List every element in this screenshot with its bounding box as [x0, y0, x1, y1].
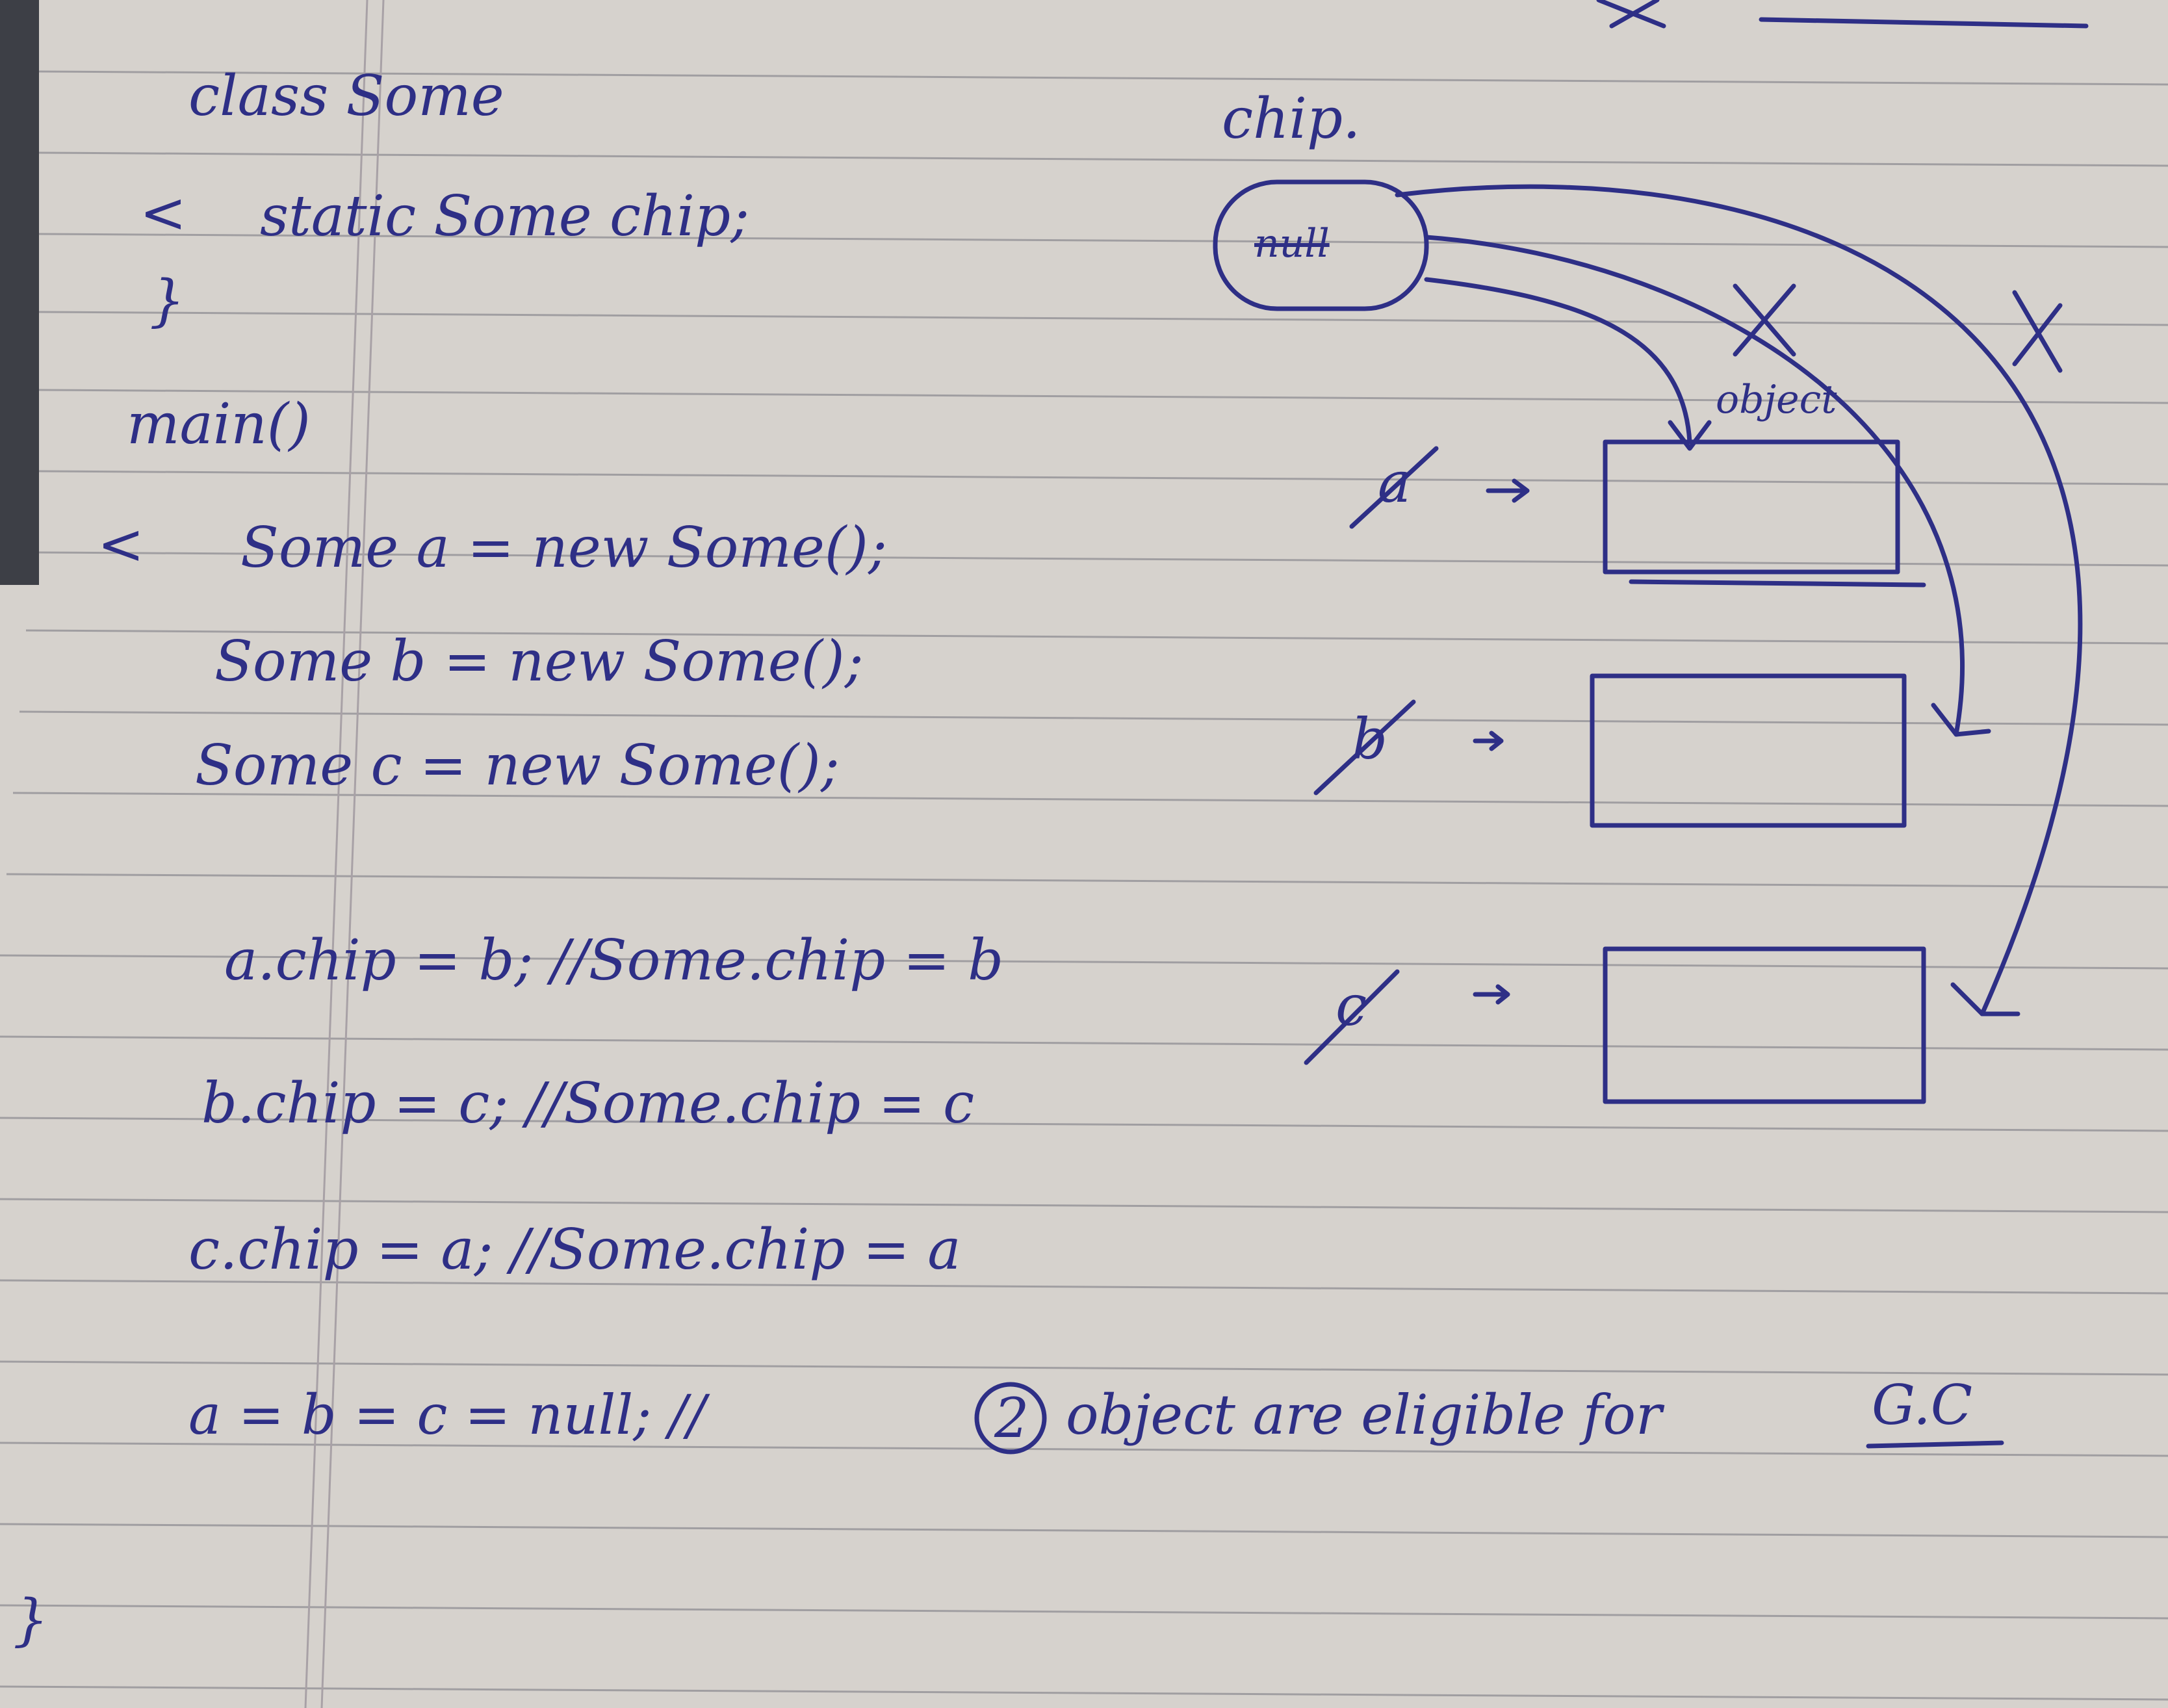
create-object-c: Some c = new Some(); — [195, 733, 840, 798]
chip-arrow-to-object-1 — [1424, 277, 1692, 445]
ref-label-b: b — [1352, 707, 1388, 772]
memory-diagram — [974, 0, 2089, 1455]
chip-arrow-to-object-2 — [1424, 235, 1965, 737]
main-declaration: main() — [127, 392, 311, 457]
object-box-1 — [1603, 439, 1900, 575]
ref-label-c: c — [1336, 974, 1367, 1039]
class-declaration: class Some — [188, 64, 504, 129]
gc-label: G.C — [1872, 1373, 1973, 1437]
null-assignment: a = b = c = null; // — [188, 1383, 706, 1447]
assign-c-chip: c.chip = a; //Some.chip = a — [188, 1217, 961, 1282]
static-field-line: static Some chip; — [260, 184, 750, 249]
margin-lines — [304, 0, 385, 1708]
open-brace-main: < — [97, 512, 145, 577]
chip-reference-oval — [1213, 179, 1429, 311]
chip-label: chip. — [1222, 86, 1361, 151]
close-brace-class: } — [149, 268, 185, 333]
background-strip — [0, 0, 39, 585]
assign-b-chip: b.chip = c; //Some.chip = c — [201, 1071, 975, 1136]
eligibility-note: object are eligible for — [1066, 1383, 1662, 1447]
count-circle — [974, 1382, 1047, 1455]
ref-label-a: a — [1378, 450, 1412, 515]
object-label: object — [1716, 377, 1837, 422]
open-brace-class: < — [140, 181, 187, 246]
object-box-2 — [1590, 673, 1907, 828]
chip-null-value: null — [1254, 221, 1330, 266]
create-object-a: Some a = new Some(); — [240, 515, 887, 580]
ruled-lines — [0, 70, 2168, 1701]
create-object-b: Some b = new Some(); — [214, 629, 864, 694]
object-box-3 — [1603, 946, 1926, 1104]
assign-a-chip: a.chip = b; //Some.chip = b — [224, 928, 1004, 993]
close-brace-main: } — [13, 1588, 49, 1653]
eligible-object-count: 2 — [994, 1386, 1029, 1450]
chip-arrow-to-object-3 — [1395, 184, 2083, 1016]
